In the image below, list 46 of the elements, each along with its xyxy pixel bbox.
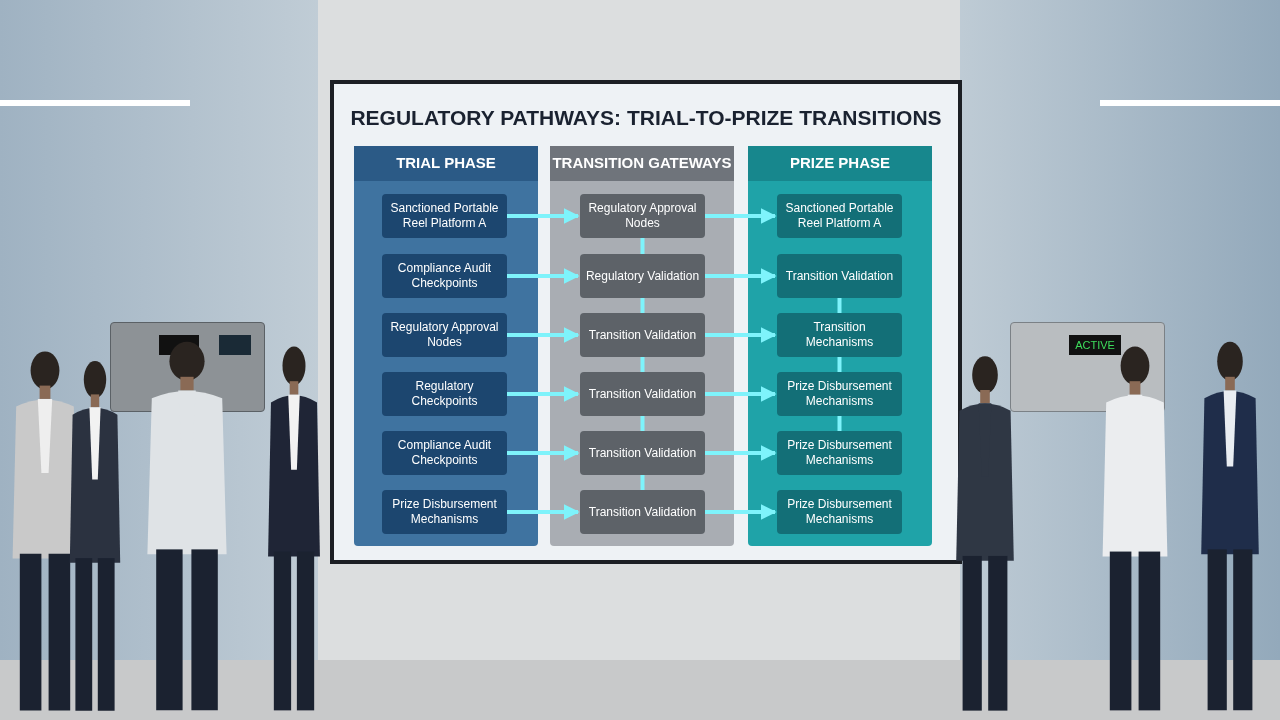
process-box: Prize Disbursement Mechanisms: [777, 490, 902, 534]
phase-column: [748, 146, 932, 546]
process-box: Transition Validation: [580, 431, 705, 475]
process-box: Transition Validation: [580, 372, 705, 416]
column-header: PRIZE PHASE: [748, 146, 932, 181]
process-box: Prize Disbursement Mechanisms: [382, 490, 507, 534]
process-box: Regulatory Validation: [580, 254, 705, 298]
process-box: Sanctioned Portable Reel Platform A: [777, 194, 902, 238]
arrow: [705, 208, 777, 224]
process-box: Regulatory Checkpoints: [382, 372, 507, 416]
arrow: [705, 504, 777, 520]
process-box: Transition Validation: [580, 313, 705, 357]
process-box: Compliance Audit Checkpoints: [382, 254, 507, 298]
arrow: [507, 327, 580, 343]
status-display: ACTIVE: [1069, 335, 1121, 355]
column-header: TRIAL PHASE: [354, 146, 538, 181]
process-box: Prize Disbursement Mechanisms: [777, 431, 902, 475]
column-header: TRANSITION GATEWAYS: [550, 146, 734, 181]
connector-line: [640, 475, 645, 490]
process-box: Regulatory Approval Nodes: [382, 313, 507, 357]
arrow: [507, 504, 580, 520]
arrow: [705, 327, 777, 343]
connector-line: [837, 357, 842, 372]
process-box: Regulatory Approval Nodes: [580, 194, 705, 238]
phase-column: [550, 146, 734, 546]
connector-line: [837, 298, 842, 313]
connector-line: [640, 298, 645, 313]
connector-line: [640, 416, 645, 431]
arrow: [507, 386, 580, 402]
process-box: Compliance Audit Checkpoints: [382, 431, 507, 475]
arrow: [705, 386, 777, 402]
process-box: Transition Mechanisms: [777, 313, 902, 357]
process-box: Transition Validation: [777, 254, 902, 298]
arrow: [705, 445, 777, 461]
connector-line: [640, 238, 645, 254]
arrow: [705, 268, 777, 284]
arrow: [507, 445, 580, 461]
process-box: Prize Disbursement Mechanisms: [777, 372, 902, 416]
process-box: Transition Validation: [580, 490, 705, 534]
connector-line: [640, 357, 645, 372]
phase-column: [354, 146, 538, 546]
arrow: [507, 208, 580, 224]
arrow: [507, 268, 580, 284]
process-box: Sanctioned Portable Reel Platform A: [382, 194, 507, 238]
connector-line: [837, 416, 842, 431]
diagram-title: REGULATORY PATHWAYS: TRIAL-TO-PRIZE TRANSITIONS: [349, 105, 943, 131]
